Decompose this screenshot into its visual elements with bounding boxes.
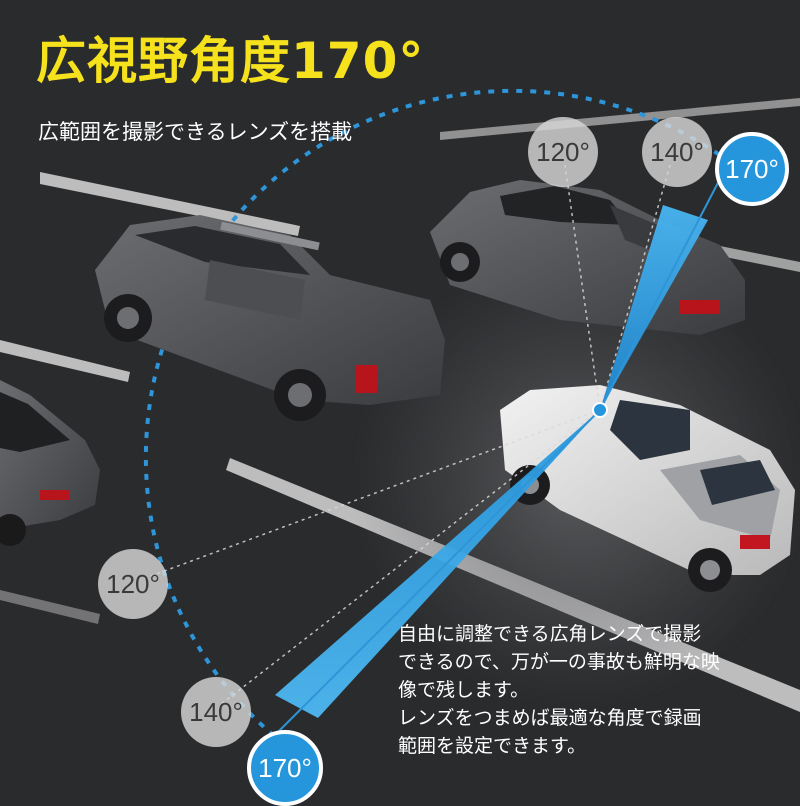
description-line: できるので、万が一の事故も鮮明な映 [398, 651, 720, 673]
description: 自由に調整できる広角レンズで撮影 できるので、万が一の事故も鮮明な映 像で残しま… [398, 620, 793, 760]
pickup-truck [95, 215, 445, 421]
white-camera-car [500, 385, 795, 592]
description-line: 自由に調整できる広角レンズで撮影 [398, 623, 702, 645]
angle-guides [139, 164, 671, 706]
page-title: 広視野角度170° [36, 32, 425, 90]
dark-sedan-top [430, 180, 745, 335]
angle-badge-170-top: 170° [715, 132, 789, 206]
lens-beam-edge-rear [264, 409, 601, 746]
angle-badge-140-top: 140° [642, 117, 712, 187]
lens-beam-edge-forward [599, 174, 723, 411]
dark-sedan-left [0, 380, 100, 546]
page-subtitle: 広範囲を撮影できるレンズを搭載 [38, 120, 353, 144]
angle-badge-120-top: 120° [528, 117, 598, 187]
description-line: 像で残します。 [398, 679, 530, 701]
camera-lens-point [592, 402, 608, 418]
angle-badge-120-bottom: 120° [98, 549, 168, 619]
angle-badge-170-bottom: 170° [247, 730, 323, 806]
description-line: 範囲を設定できます。 [398, 735, 587, 757]
description-line: レンズをつまめば最適な角度で録画 [398, 707, 702, 729]
lens-beam-rear [275, 410, 600, 718]
angle-badge-140-bottom: 140° [181, 677, 251, 747]
